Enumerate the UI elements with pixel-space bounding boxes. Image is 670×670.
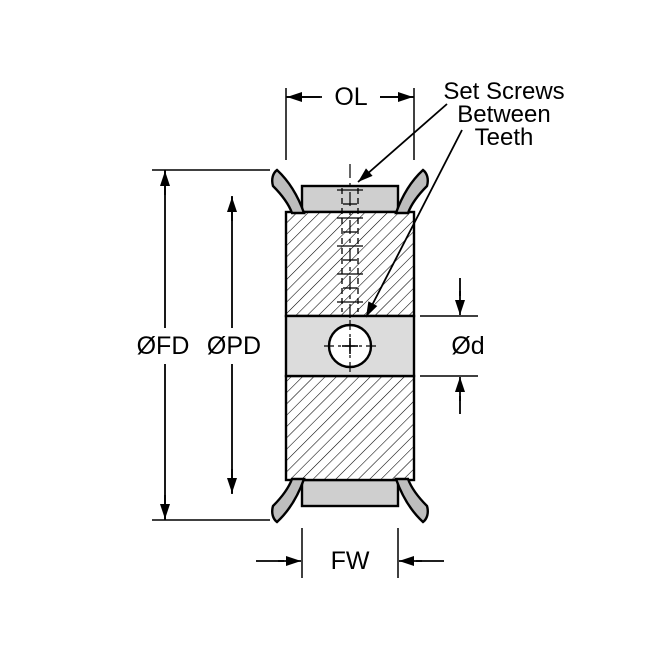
leader-to-bore-hole <box>365 129 463 318</box>
label-pitch-diameter: ØPD <box>207 332 261 360</box>
label-overall-length: OL <box>334 83 367 111</box>
annotation-set-screws-line1: Set Screws <box>443 78 564 105</box>
flange-bottom-left <box>271 477 306 524</box>
bottom-toothed-rim <box>300 478 400 508</box>
flange-bottom-right <box>394 477 429 524</box>
label-flange-diameter: ØFD <box>137 332 190 360</box>
annotation-set-screws-line3: Teeth <box>475 124 534 151</box>
flange-top-left <box>271 168 306 215</box>
annotation-set-screws-line2: Between <box>457 101 550 128</box>
set-screw-thread-ticks <box>337 189 363 303</box>
label-face-width: FW <box>331 547 370 575</box>
leader-to-set-screw <box>357 103 448 183</box>
label-bore-diameter: Ød <box>451 332 484 360</box>
flange-top-right <box>394 168 429 215</box>
lower-body-section-hatch <box>284 374 416 482</box>
